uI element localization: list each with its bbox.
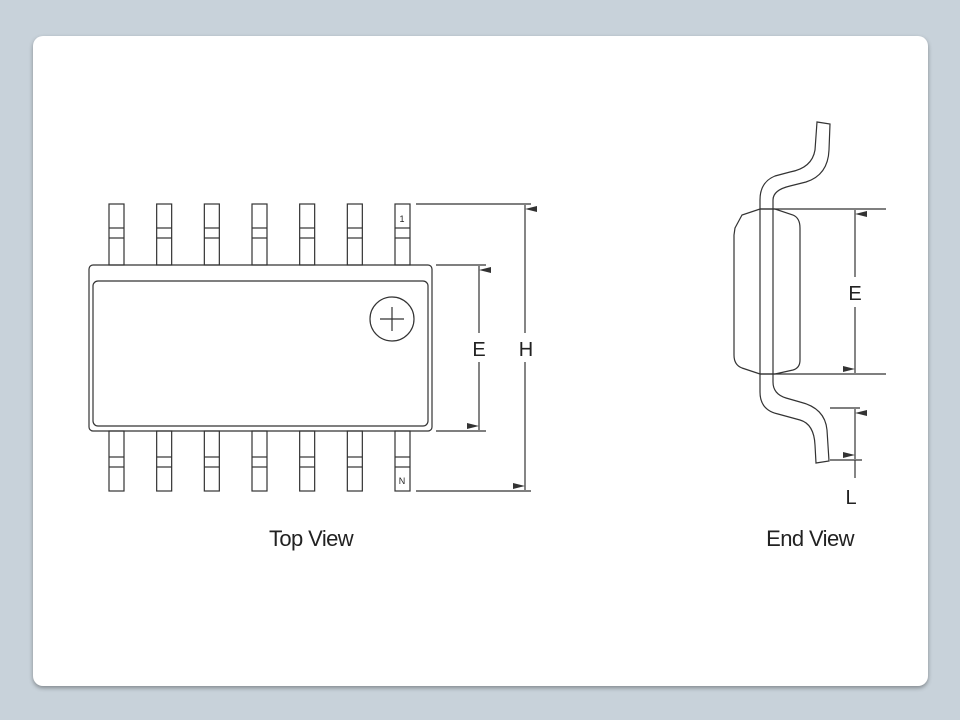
dimension-h	[416, 203, 537, 492]
end-view-drawing: E L	[733, 121, 886, 509]
top-pin-row	[108, 203, 411, 266]
pin	[346, 203, 363, 266]
pin	[203, 203, 220, 266]
end-view-lead	[759, 121, 831, 464]
pin	[299, 430, 316, 492]
pin	[251, 430, 268, 492]
end-dimension-e-label: E	[848, 283, 861, 305]
dimension-e-label: E	[472, 339, 485, 361]
dimension-e-end	[760, 208, 886, 375]
pin	[203, 430, 220, 492]
end-view-body	[733, 208, 801, 375]
pin	[156, 203, 173, 266]
top-view-drawing: 1 N E H	[88, 203, 537, 492]
pin	[251, 203, 268, 266]
package-body-outer	[88, 264, 433, 432]
dimension-l	[830, 407, 867, 478]
end-view-caption: End View	[766, 526, 854, 551]
pin	[108, 203, 125, 266]
dimension-e-top	[436, 264, 491, 432]
dimension-l-label: L	[845, 487, 856, 509]
package-body-inner	[92, 280, 429, 427]
dimension-h-label: H	[519, 339, 533, 361]
pin	[299, 203, 316, 266]
pin	[346, 430, 363, 492]
slide-card	[33, 36, 928, 686]
top-view-caption: Top View	[269, 526, 354, 551]
pin	[108, 430, 125, 492]
pin-last-label: N	[399, 476, 406, 486]
pin-first-label: 1	[399, 214, 404, 224]
bottom-pin-row	[108, 430, 411, 492]
pin	[156, 430, 173, 492]
pin1-marker-icon	[369, 296, 415, 342]
